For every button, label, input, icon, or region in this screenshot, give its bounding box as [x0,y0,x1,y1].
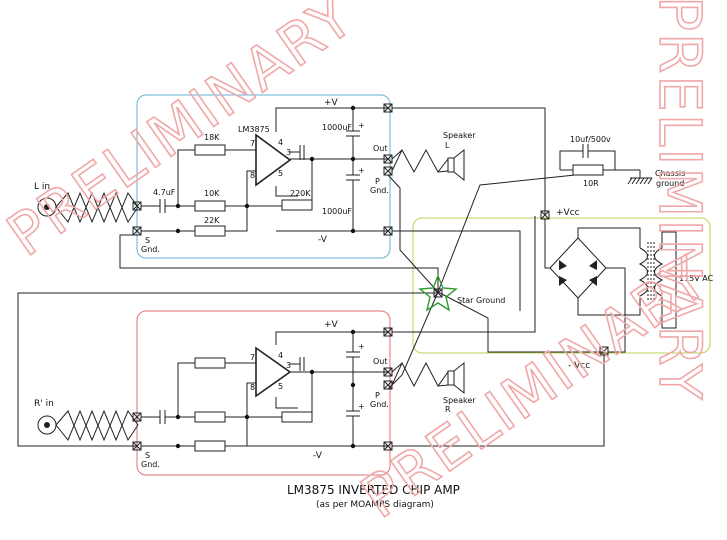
left-r-22k-label: 22K [204,216,220,225]
left-r-22k [194,225,226,237]
diagram-subtitle: (as per MOAMPS diagram) [316,500,434,510]
right-s-gnd-1: S [145,451,150,460]
right-p-gnd-1: P [375,391,380,400]
right-twisted-pair [55,409,139,442]
left-speaker-label: Speaker [443,131,476,140]
left-r-10k-label: 10K [204,189,220,198]
right-speaker-label: Speaker [443,396,476,405]
left-s-gnd-1: S [145,236,150,245]
right-pin-5: 5 [278,382,283,391]
watermark-1: PRELIMINARY [0,0,366,269]
right-out-label: Out [373,357,388,366]
left-speaker-icon [447,148,465,182]
chassis-cap-label: 10uf/500v [570,135,611,144]
chassis-res-label: 10R [583,179,599,188]
left-rail-pos: +V [324,98,339,108]
left-cap-input-label: 4.7uF [153,188,176,197]
right-out-terminals [383,327,393,451]
left-lm3875-chip [255,133,292,187]
psu-vcc-neg: - Vcc [568,361,590,371]
left-pin-8: 8 [250,171,255,180]
left-chip-label: LM3875 [238,125,270,134]
right-pin-4: 4 [278,351,283,360]
chassis-r-10r [572,164,604,176]
right-pin-8: 8 [250,383,255,392]
left-channel [37,103,465,237]
power-supply [540,210,677,356]
left-r-18k-label: 18K [204,133,220,142]
left-cap-neg-label: 1000uF [322,207,352,216]
star-ground-icon [418,274,458,312]
left-out-label: Out [373,144,388,153]
left-input-label: L in [34,182,50,192]
left-cap-pos-label: 1000uF [322,123,352,132]
left-rail-neg: -V [318,235,328,245]
left-cap-neg-plus: + [358,166,365,175]
right-rail-neg: -V [313,451,323,461]
left-pin-4: 4 [278,138,283,147]
left-cap-pos-plus: + [358,121,365,130]
psu-box [412,217,711,354]
right-p-gnd-2: Gnd. [370,400,389,409]
left-out-terminals [383,103,393,236]
star-ground-label: Star Ground [457,296,505,305]
left-r-10k [194,200,226,212]
left-p-gnd-1: P [375,177,380,186]
bridge-rectifier [549,237,607,299]
right-r-input [194,411,226,423]
right-speaker-icon [447,361,465,395]
psu-ac-label: 115V AC [679,274,714,283]
left-pin-5: 5 [278,169,283,178]
right-cap-pos-plus: + [358,342,365,351]
watermark-3: PRELIMINARY [646,0,714,402]
right-s-gnd-2: Gnd. [141,460,160,469]
right-speaker-side: R [445,405,451,414]
chassis-label-2: ground [656,179,684,188]
chassis-ground-icon [627,170,653,185]
left-pin-7: 7 [250,139,255,148]
diagram-title: LM3875 INVERTED CHIP AMP [287,483,460,497]
right-lm3875-chip [255,346,292,398]
right-channel [37,327,465,452]
left-s-gnd-2: Gnd. [141,245,160,254]
left-r-220k-label: 220K [290,189,311,198]
psu-vcc-pos: +Vcc [556,208,580,218]
right-pin-7: 7 [250,353,255,362]
right-r-top [194,357,226,369]
chassis-ground-network [559,144,653,185]
left-pin-3: 3 [286,148,291,157]
left-p-gnd-2: Gnd. [370,186,389,195]
left-speaker-side: L [445,141,450,150]
left-r-220k [281,199,313,211]
right-rail-pos: +V [324,320,339,330]
right-input-label: R' in [34,399,54,409]
left-twisted-pair [55,191,139,224]
right-pin-3: 3 [286,361,291,370]
right-cap-neg-plus: + [358,402,365,411]
right-r-bottom [194,440,226,452]
transformer-icon [638,231,677,329]
chassis-label-1: Chassis [655,169,685,178]
right-channel-box [136,310,391,476]
right-r-feedback [281,411,313,423]
